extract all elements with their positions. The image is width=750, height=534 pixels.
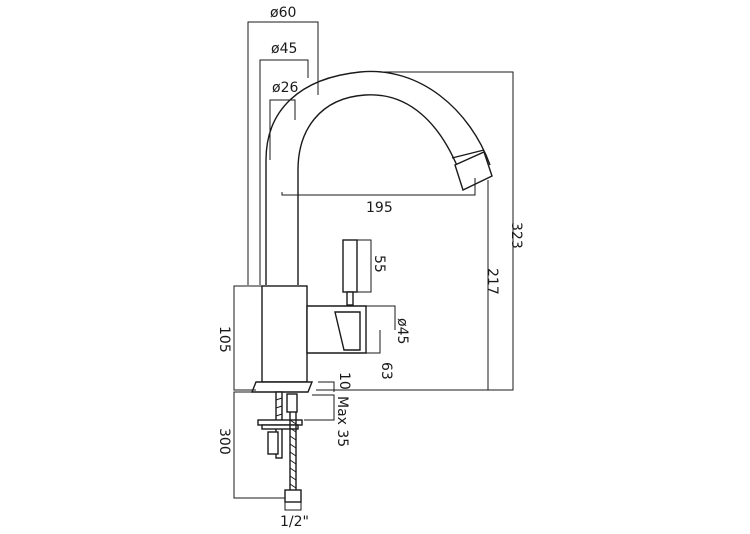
dia-26-label: ø26 [272,80,298,96]
dia-45-top-label: ø45 [271,41,297,57]
body-63-label: 63 [378,362,394,380]
base-10-dimension [318,381,335,392]
deck-max-35-dimension [304,394,335,421]
hose-300-label: 300 [216,428,232,455]
body-dia-45-dimension [366,305,396,354]
dia-60-bracket [247,21,319,285]
spout [265,70,493,285]
body-dia-45-label: ø45 [394,318,410,344]
height-323-label: 323 [508,222,524,249]
body-105-label: 105 [216,326,232,353]
mounting-assembly [257,391,303,503]
height-323-dimension [316,71,514,391]
lever-55-label: 55 [371,255,387,273]
dia-60-label: ø60 [270,5,296,21]
reach-195-label: 195 [366,200,393,216]
height-217-label: 217 [484,268,500,295]
dia-45-bracket [259,59,309,285]
connection-dimension [284,502,302,511]
reach-195-dimension [281,178,476,196]
lever-handle [342,239,372,306]
hose-300-dimension [233,391,285,499]
connection-label: 1/2" [280,514,309,530]
base-10-label: 10 [336,372,352,390]
body-105-dimension [233,285,262,391]
deck-max-35-label: Max 35 [334,396,350,447]
